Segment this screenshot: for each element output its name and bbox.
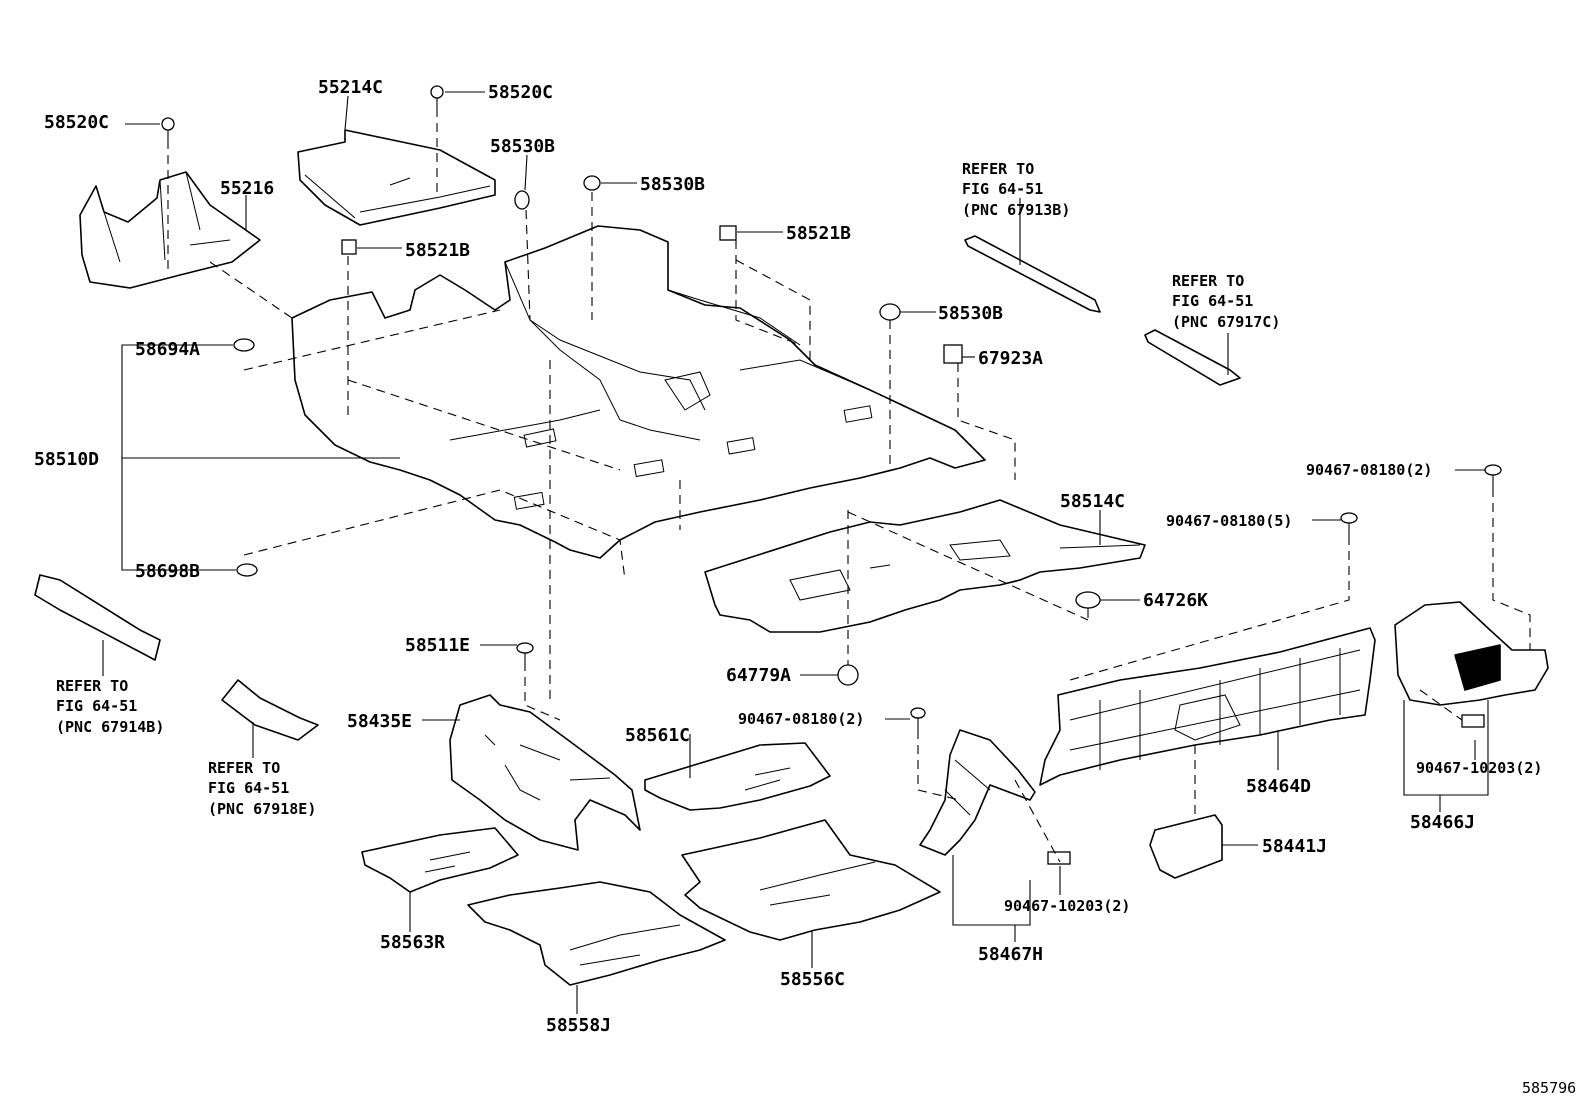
label-55216: 55216 bbox=[220, 178, 274, 199]
part-55214c-cover[interactable] bbox=[297, 129, 496, 226]
label-58511e: 58511E bbox=[405, 635, 470, 656]
ref-note-line: FIG 64-51 bbox=[56, 697, 137, 715]
part-58466j-side-trim[interactable] bbox=[1394, 601, 1549, 706]
part-58467h-side-trim[interactable] bbox=[919, 729, 1036, 856]
clip-58530b-b[interactable] bbox=[583, 175, 601, 191]
part-58558j-mat[interactable] bbox=[467, 881, 726, 986]
label-58467h: 58467H bbox=[978, 944, 1043, 965]
ref-note-67917c: REFER TO FIG 64-51 (PNC 67917C) bbox=[1172, 272, 1280, 331]
leader-lines bbox=[102, 91, 1489, 1014]
ref-note-line: FIG 64-51 bbox=[208, 779, 289, 797]
label-58563r: 58563R bbox=[380, 932, 445, 953]
label-58520c-b: 58520C bbox=[488, 82, 553, 103]
label-58530b-b: 58530B bbox=[640, 174, 705, 195]
ref-note-line: REFER TO bbox=[1172, 272, 1244, 290]
clip-90467-10203-a[interactable] bbox=[1047, 851, 1071, 865]
clip-64726k[interactable] bbox=[1075, 591, 1101, 618]
label-58556c: 58556C bbox=[780, 969, 845, 990]
label-64726k: 64726K bbox=[1143, 590, 1208, 611]
clip-58530b-c[interactable] bbox=[879, 303, 901, 321]
label-58441j: 58441J bbox=[1262, 836, 1327, 857]
part-58514c-floor-mat[interactable] bbox=[704, 499, 1146, 633]
label-58561c: 58561C bbox=[625, 725, 690, 746]
diagram-id: 585796 bbox=[1522, 1079, 1576, 1097]
clip-90467-08180-a[interactable] bbox=[910, 707, 926, 730]
label-58694a: 58694A bbox=[135, 339, 200, 360]
part-58563r-mat[interactable] bbox=[361, 827, 519, 893]
ref-note-line: REFER TO bbox=[56, 677, 128, 695]
ref-note-line: FIG 64-51 bbox=[962, 180, 1043, 198]
label-58558j: 58558J bbox=[546, 1015, 611, 1036]
ref-note-line: (PNC 67918E) bbox=[208, 800, 316, 818]
label-58530b-a: 58530B bbox=[490, 136, 555, 157]
label-64779a: 64779A bbox=[726, 665, 791, 686]
label-90467-08180-2-b: 90467-08180(2) bbox=[1306, 461, 1432, 479]
part-58556c-mat[interactable] bbox=[681, 819, 941, 941]
clip-58698b[interactable] bbox=[236, 563, 258, 577]
dashed-alignment-lines bbox=[167, 108, 1531, 863]
part-58510d-floor-carpet[interactable] bbox=[291, 225, 986, 559]
clip-58530b-a[interactable] bbox=[514, 190, 530, 210]
clip-58521b-b[interactable] bbox=[719, 225, 737, 241]
clip-90467-08180-c[interactable] bbox=[1484, 464, 1502, 488]
label-58466j: 58466J bbox=[1410, 812, 1475, 833]
clip-58694a[interactable] bbox=[233, 338, 255, 352]
label-90467-10203-2-b: 90467-10203(2) bbox=[1416, 759, 1542, 777]
label-58464d: 58464D bbox=[1246, 776, 1311, 797]
ref-note-67914b: REFER TO FIG 64-51 (PNC 67914B) bbox=[56, 677, 164, 736]
clip-90467-10203-b[interactable] bbox=[1461, 714, 1485, 728]
ref-note-67918e: REFER TO FIG 64-51 (PNC 67918E) bbox=[208, 759, 316, 818]
label-58521b-b: 58521B bbox=[786, 223, 851, 244]
part-58435e-insulator[interactable] bbox=[449, 694, 641, 851]
label-58520c-a: 58520C bbox=[44, 112, 109, 133]
label-55214c: 55214C bbox=[318, 77, 383, 98]
label-58514c: 58514C bbox=[1060, 491, 1125, 512]
part-58561c-mat[interactable] bbox=[644, 742, 831, 811]
label-58510d: 58510D bbox=[34, 449, 99, 470]
label-58435e: 58435E bbox=[347, 711, 412, 732]
part-58464d-back-trim[interactable] bbox=[1039, 627, 1376, 786]
ref-strip-67914b[interactable] bbox=[34, 574, 161, 661]
clip-90467-08180-b[interactable] bbox=[1340, 512, 1358, 536]
ref-note-line: REFER TO bbox=[208, 759, 280, 777]
ref-strip-67918e[interactable] bbox=[221, 679, 319, 741]
ref-strip-67913b[interactable] bbox=[964, 235, 1101, 313]
label-90467-10203-2-a: 90467-10203(2) bbox=[1004, 897, 1130, 915]
ref-note-line: FIG 64-51 bbox=[1172, 292, 1253, 310]
clip-58520c-a[interactable] bbox=[161, 117, 175, 140]
label-67923a: 67923A bbox=[978, 348, 1043, 369]
label-90467-08180-5: 90467-08180(5) bbox=[1166, 512, 1292, 530]
label-90467-08180-2-a: 90467-08180(2) bbox=[738, 710, 864, 728]
ref-strip-67917c[interactable] bbox=[1144, 329, 1241, 386]
label-58698b: 58698B bbox=[135, 561, 200, 582]
ref-note-line: (PNC 67913B) bbox=[962, 201, 1070, 219]
ref-note-line: (PNC 67917C) bbox=[1172, 313, 1280, 331]
clip-67923a[interactable] bbox=[943, 344, 963, 364]
ref-note-67913b: REFER TO FIG 64-51 (PNC 67913B) bbox=[962, 160, 1070, 219]
ref-note-line: REFER TO bbox=[962, 160, 1034, 178]
part-58441j-cover[interactable] bbox=[1149, 814, 1223, 879]
label-58521b-a: 58521B bbox=[405, 240, 470, 261]
part-55216-cover[interactable] bbox=[79, 171, 261, 289]
ref-note-line: (PNC 67914B) bbox=[56, 718, 164, 736]
clip-64779a[interactable] bbox=[837, 664, 859, 686]
clip-58520c-b[interactable] bbox=[430, 85, 444, 108]
clip-58521b-a[interactable] bbox=[341, 239, 357, 255]
clip-58511e[interactable] bbox=[516, 642, 534, 662]
label-58530b-c: 58530B bbox=[938, 303, 1003, 324]
